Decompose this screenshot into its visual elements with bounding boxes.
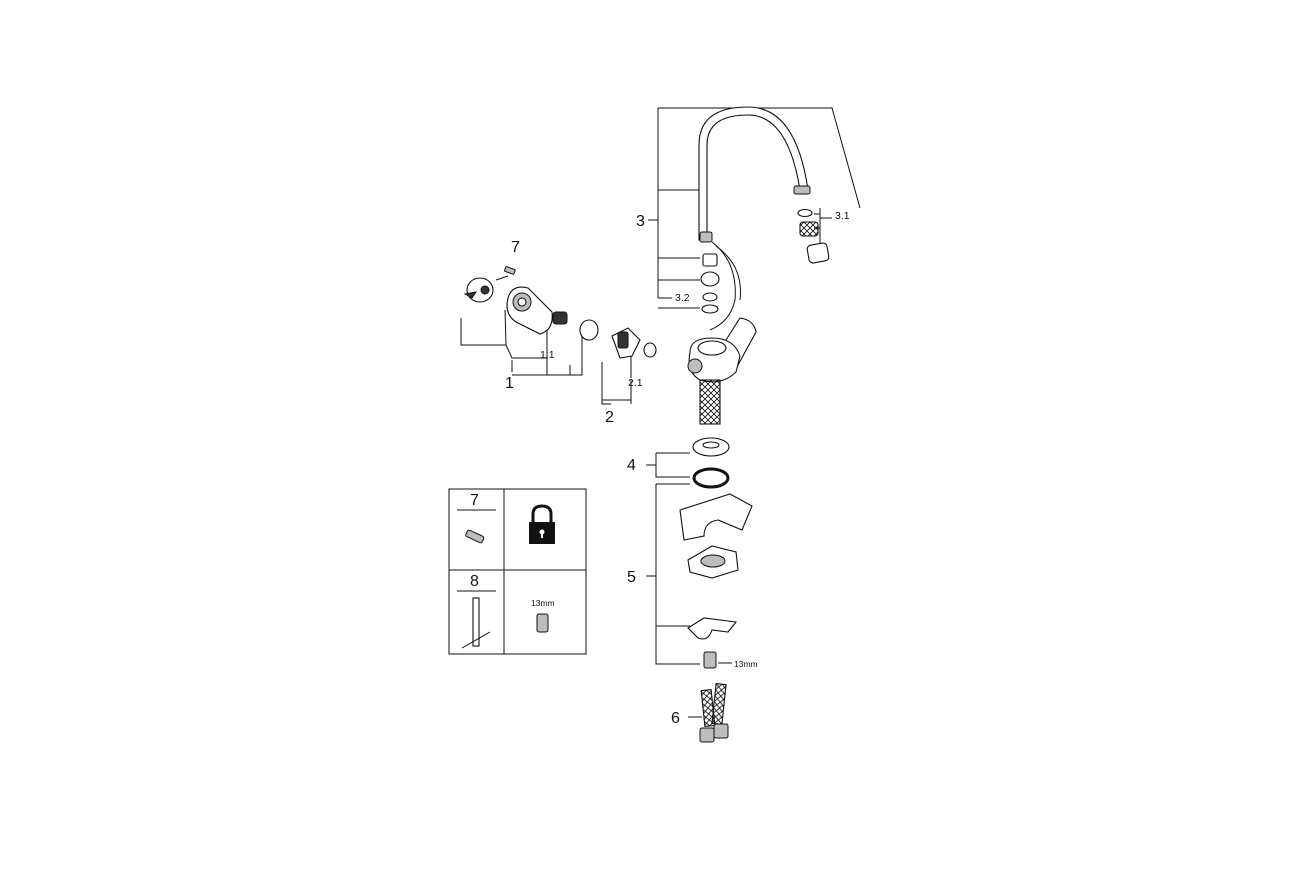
label-3-2: 3.2 [675, 292, 690, 304]
aerator-assembly: 3.1 [797, 208, 850, 264]
label-1: 1 [505, 375, 514, 392]
aerator-seal [797, 208, 813, 218]
mounting-nut [703, 651, 717, 669]
padlock-icon [529, 504, 555, 544]
handle-sleeve [579, 319, 599, 341]
faucet-supply-hose-braid [699, 379, 721, 425]
spout-oring-upper [702, 292, 718, 302]
base-seal-rings: 4 [627, 437, 730, 489]
spout-tip-ring [793, 185, 811, 195]
label-5: 5 [627, 569, 636, 586]
label-3-1: 3.1 [835, 210, 850, 222]
label-2: 2 [605, 409, 614, 426]
aerator-insert [799, 221, 819, 237]
supply-hoses: 6 [671, 682, 729, 743]
hex-key-icon [472, 597, 480, 647]
legend-wrench-size: 13mm [531, 598, 555, 608]
label-1-1: 1.1 [540, 349, 555, 361]
faucet-body [687, 317, 757, 425]
handle-assembly: 1 1.1 [460, 277, 599, 392]
label-4: 4 [627, 457, 636, 474]
label-13mm: 13mm [734, 659, 758, 669]
spout-adapter [702, 253, 718, 267]
label-3: 3 [636, 213, 645, 230]
supply-hose-right [711, 682, 727, 726]
spout-assembly: 3 3.2 [636, 106, 861, 331]
spout-oring-lower [701, 304, 719, 314]
spout-base-nut [699, 231, 713, 243]
mounting-clamp [687, 617, 738, 640]
handle-body [506, 286, 553, 335]
mounting-kit: 13mm 5 [627, 483, 758, 669]
label-7: 7 [511, 239, 520, 256]
handle-screw-insert [552, 311, 568, 325]
label-2-1: 2.1 [628, 377, 643, 389]
aerator-housing [806, 242, 830, 264]
base-oring [692, 467, 730, 489]
spout-sleeve [700, 271, 720, 287]
tools-legend-box: 7 8 13mm [448, 488, 587, 655]
spout-tube [698, 106, 809, 241]
cartridge-oring [643, 342, 657, 358]
socket-nut-icon [536, 613, 549, 633]
supply-hose-left [700, 688, 716, 728]
label-6: 6 [671, 710, 680, 727]
grub-screw: 7 [495, 239, 520, 281]
legend-number-7: 7 [470, 492, 479, 509]
mounting-horseshoe-washer [679, 493, 753, 541]
cartridge-assembly: 2 2.1 [601, 327, 657, 426]
legend-number-8: 8 [470, 573, 479, 590]
